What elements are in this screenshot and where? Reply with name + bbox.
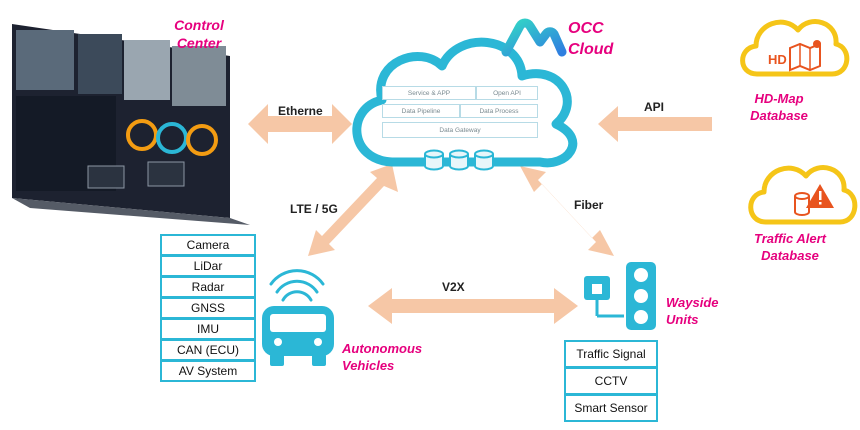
autonomous-vehicles-label: Autonomous Vehicles bbox=[342, 340, 422, 374]
v2x-arrow bbox=[368, 288, 578, 324]
data-pipeline-module: Data Pipeline bbox=[382, 104, 460, 118]
wayside-component-cctv: CCTV bbox=[564, 367, 658, 395]
hd-map-label-line1: HD-Map bbox=[754, 91, 804, 106]
wayside-component-smart-sensor: Smart Sensor bbox=[564, 394, 658, 422]
occ-cloud-label: OCC Cloud bbox=[568, 18, 613, 60]
data-process-module: Data Process bbox=[460, 104, 538, 118]
wayside-component-traffic-signal: Traffic Signal bbox=[564, 340, 658, 368]
vehicle-component-can-ecu: CAN (ECU) bbox=[160, 339, 256, 361]
occ-cloud-label-line2: Cloud bbox=[568, 41, 614, 58]
hd-map-label: HD-Map Database bbox=[744, 90, 814, 124]
occ-cloud-label-line1: OCC bbox=[568, 20, 604, 37]
control-center-label: Control Center bbox=[172, 16, 226, 52]
vehicle-component-gnss: GNSS bbox=[160, 297, 256, 319]
vehicle-component-imu: IMU bbox=[160, 318, 256, 340]
autonomous-vehicles-label-line1: Autonomous bbox=[342, 341, 423, 356]
autonomous-vehicles-label-line2: Vehicles bbox=[342, 358, 395, 373]
traffic-alert-label: Traffic Alert Database bbox=[742, 230, 838, 264]
hd-map-icon-text: HD bbox=[768, 52, 787, 67]
lte-5g-label: LTE / 5G bbox=[290, 202, 338, 216]
database-cylinders-icon bbox=[424, 149, 494, 171]
occ-cloud bbox=[352, 37, 578, 168]
occ-logo-icon bbox=[501, 18, 567, 57]
traffic-alert-cloud-icon bbox=[748, 165, 858, 225]
wayside-units-label-line1: Wayside bbox=[666, 295, 719, 310]
lte-5g-arrow bbox=[308, 164, 398, 256]
api-arrow bbox=[598, 106, 712, 142]
vehicle-component-radar: Radar bbox=[160, 276, 256, 298]
traffic-alert-label-line1: Traffic Alert bbox=[753, 231, 826, 246]
open-api-module: Open API bbox=[476, 86, 538, 100]
control-center-illustration bbox=[12, 24, 250, 225]
fiber-arrow bbox=[520, 166, 614, 256]
wayside-units-label-line2: Units bbox=[666, 312, 699, 327]
hd-map-label-line2: Database bbox=[750, 108, 808, 123]
v2x-label: V2X bbox=[442, 280, 465, 294]
hd-map-cloud-icon bbox=[740, 19, 850, 77]
control-center-label-line1: Control bbox=[174, 17, 224, 33]
vehicle-component-av-system: AV System bbox=[160, 360, 256, 382]
ethernet-arrow bbox=[248, 104, 352, 144]
vehicle-component-camera: Camera bbox=[160, 234, 256, 256]
traffic-alert-label-line2: Database bbox=[761, 248, 819, 263]
ethernet-label: Etherne bbox=[278, 104, 323, 118]
vehicle-component-lidar: LiDar bbox=[160, 255, 256, 277]
roadside-camera-icon bbox=[584, 276, 624, 318]
data-gateway-module: Data Gateway bbox=[382, 122, 538, 138]
fiber-label: Fiber bbox=[574, 198, 604, 212]
api-label: API bbox=[644, 100, 665, 114]
wayside-units-label: Wayside Units bbox=[666, 294, 719, 328]
traffic-light-icon bbox=[626, 262, 656, 330]
control-center-label-line2: Center bbox=[176, 35, 222, 51]
service-app-module: Service & APP bbox=[382, 86, 476, 100]
bus-icon bbox=[262, 269, 334, 366]
